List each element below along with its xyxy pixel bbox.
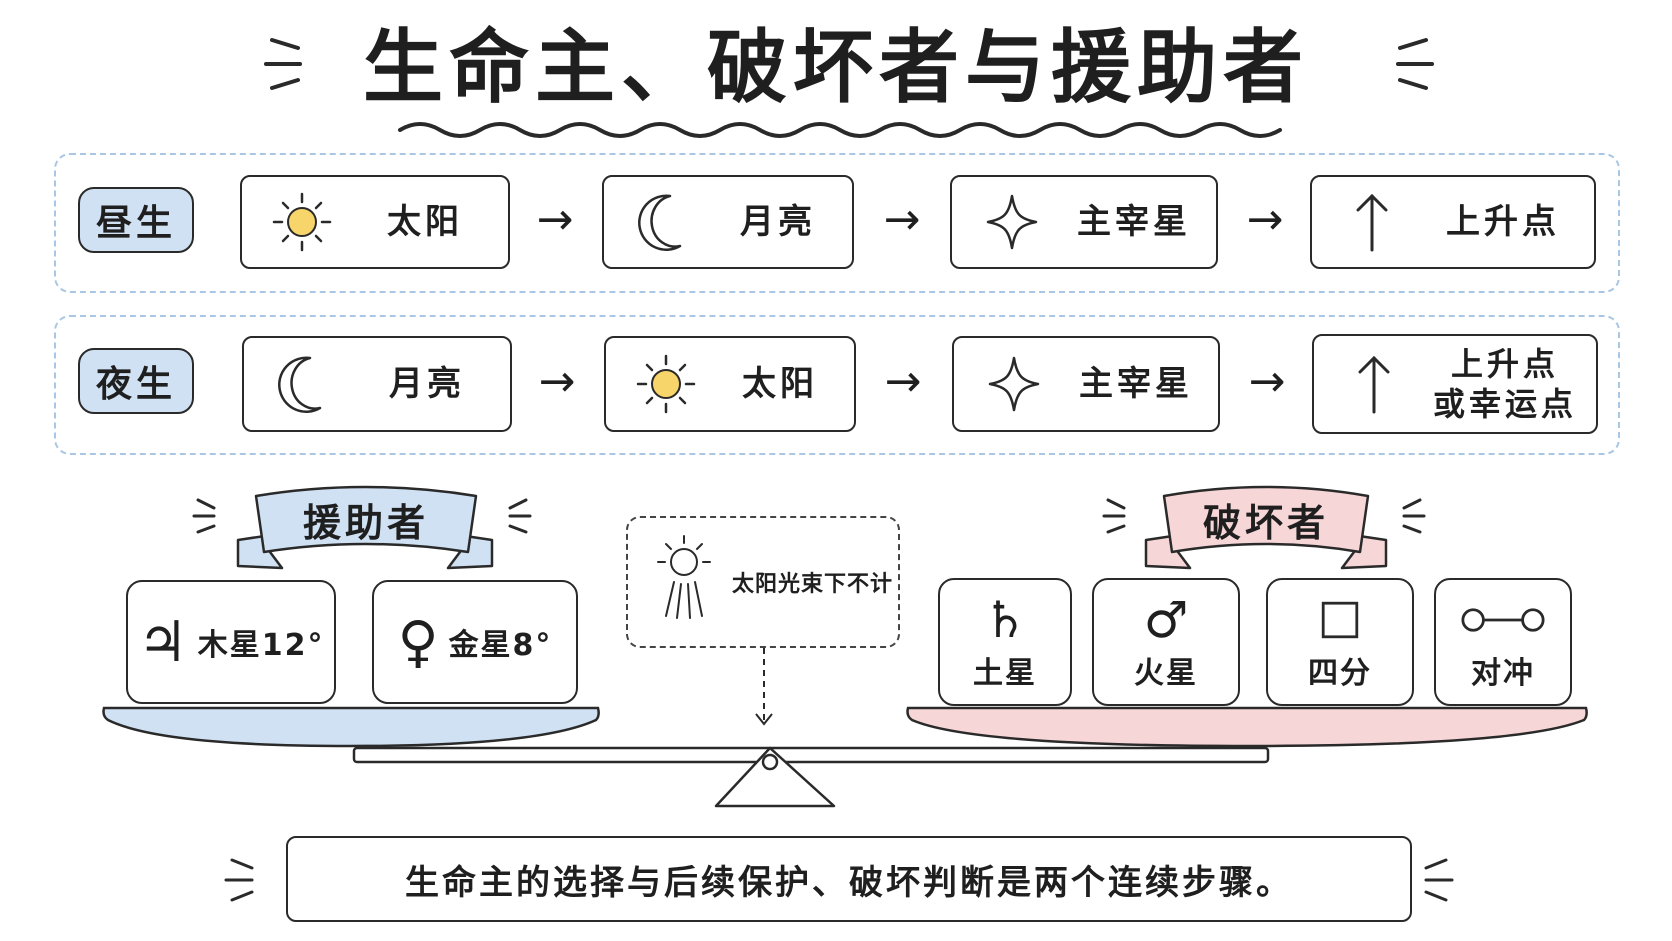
scale-fulcrum [714,746,836,808]
flow-arrow: → [884,356,922,407]
step-label: 月亮 [389,364,465,404]
helper-card-venus: ♀ 金星8° [372,580,578,704]
step-label-line2: 或幸运点 [1432,385,1577,423]
night-step-sun: 太阳 [604,336,856,432]
step-label: 太阳 [387,202,463,242]
step-label: 上升点 或幸运点 [1414,344,1596,424]
destroyer-label: 火星 [1134,656,1198,691]
destroyer-card-square: 四分 [1266,578,1414,706]
destroyer-card-saturn: ♄ 土星 [938,578,1072,706]
flow-arrow: → [538,356,576,407]
destroyer-card-opposition: 对冲 [1434,578,1572,706]
summary-footer: 生命主的选择与后续保护、破坏判断是两个连续步骤。 [286,836,1412,922]
page-title: 生命主、破坏者与援助者 [363,21,1309,114]
helper-label: 木星12° [197,628,325,663]
night-step-ascendant-or-fortune: 上升点 或幸运点 [1312,334,1598,434]
night-step-ruler: 主宰星 [952,336,1220,432]
flow-arrow: → [1246,194,1284,245]
helpers-ribbon [236,485,494,570]
scale-beam [352,746,1270,764]
flow-arrow: → [883,194,921,245]
night-step-moon: 月亮 [242,336,512,432]
helper-label: 金星8° [448,628,553,663]
destroyers-banner: 破坏者 [1202,501,1329,545]
step-label: 太阳 [742,364,818,404]
destroyers-ribbon [1144,485,1388,570]
flow-arrow: → [536,194,574,245]
destroyers-pan [906,706,1588,748]
helpers-banner: 援助者 [302,501,429,545]
mars-icon: ♂ [1143,591,1189,649]
destroyer-label: 四分 [1308,656,1372,691]
note-text: 太阳光束下不计 [732,572,894,597]
square-aspect-icon [1310,592,1370,648]
step-label-line1: 上升点 [1450,345,1559,383]
day-step-moon: 月亮 [602,175,854,269]
step-label: 上升点 [1446,202,1560,242]
night-row [54,315,1620,455]
jupiter-icon: ♃ [137,609,188,675]
sun-rays-icon [644,532,724,632]
day-step-ruler: 主宰星 [950,175,1218,269]
helper-card-jupiter: ♃ 木星12° [126,580,336,704]
step-label: 月亮 [740,202,816,242]
day-row [54,153,1620,293]
helpers-pan [102,706,600,748]
flow-arrow: → [1248,356,1286,407]
day-step-sun: 太阳 [240,175,510,269]
scale-pivot [761,753,779,771]
day-step-ascendant: 上升点 [1310,175,1596,269]
destroyer-label: 对冲 [1471,656,1535,691]
destroyer-label: 土星 [973,656,1037,691]
night-birth-label: 夜生 [78,348,194,414]
venus-icon: ♀ [397,609,439,675]
step-label: 主宰星 [1077,202,1191,242]
opposition-aspect-icon [1453,592,1553,648]
step-label: 主宰星 [1079,364,1193,404]
destroyer-card-mars: ♂ 火星 [1092,578,1240,706]
sun-beams-note: 太阳光束下不计 [626,516,900,648]
title-decoration [264,38,1434,138]
saturn-icon: ♄ [982,591,1028,649]
day-birth-label: 昼生 [78,187,194,253]
